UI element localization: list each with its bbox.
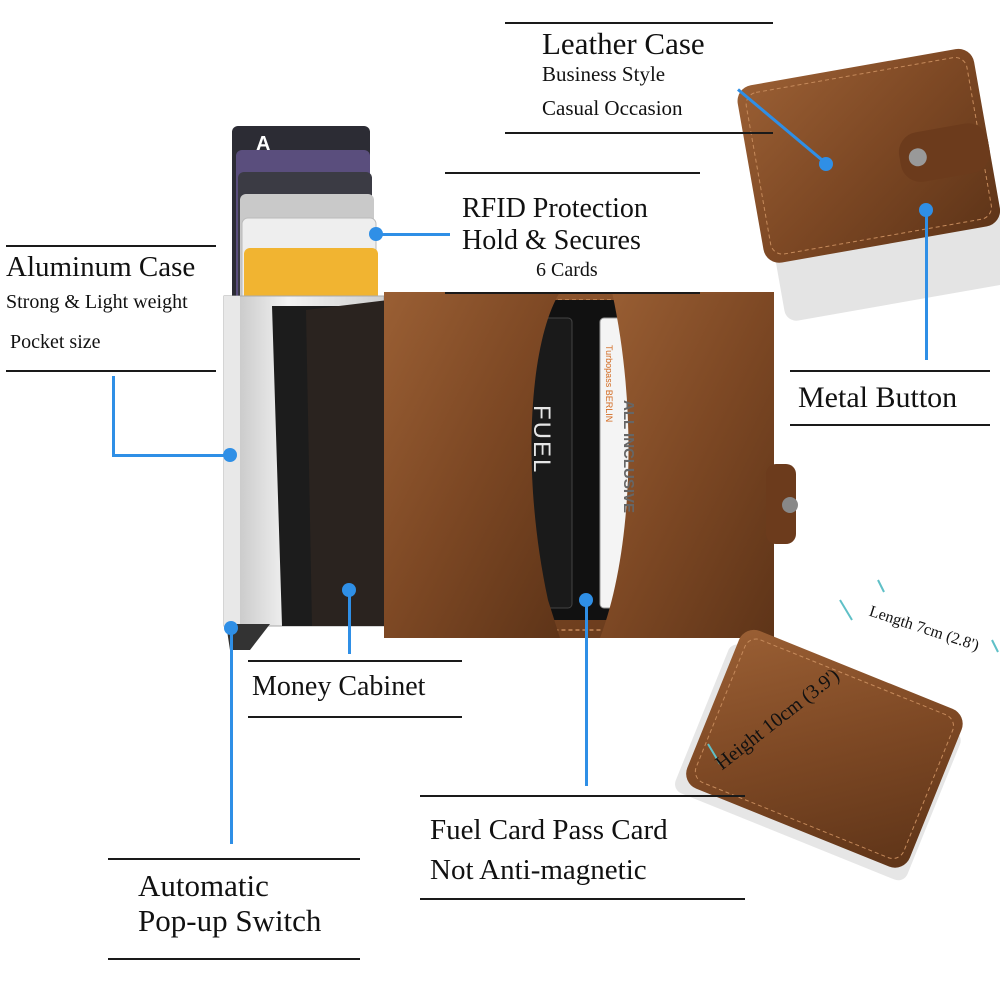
rfid-line3: 6 Cards <box>536 259 598 281</box>
aluminum-case-line1: Strong & Light weight <box>6 291 188 313</box>
fuel-card-rule-bottom <box>420 898 745 900</box>
money-cabinet-dot <box>342 583 356 597</box>
money-cabinet-shape <box>272 300 390 626</box>
popup-leader <box>230 628 233 844</box>
rfid-rule-bottom <box>445 292 700 294</box>
leather-case-dot <box>819 157 833 171</box>
money-cabinet-rule-bottom <box>248 716 462 718</box>
popup-rule-bottom <box>108 958 360 960</box>
aluminum-rule-top <box>6 245 216 247</box>
metal-button-rule-top <box>790 370 990 372</box>
fuel-card-rule-top <box>420 795 745 797</box>
turbopass-print: Turbopass BERLIN <box>604 345 614 422</box>
metal-button-dot <box>919 203 933 217</box>
rfid-rule-top <box>445 172 700 174</box>
leather-case-rule-bottom <box>505 132 773 134</box>
popup-dot <box>224 621 238 635</box>
leather-case-line1: Business Style <box>542 62 666 86</box>
aluminum-case-line2: Pocket size <box>10 331 101 353</box>
money-cabinet-rule-top <box>248 660 462 662</box>
leather-case-title: Leather Case <box>542 26 705 61</box>
aluminum-case-title: Aluminum Case <box>6 251 196 283</box>
rfid-dot <box>369 227 383 241</box>
fuel-card-line1: Fuel Card Pass Card <box>430 814 668 846</box>
leather-case-closed <box>737 48 1000 321</box>
aluminum-dot <box>223 448 237 462</box>
open-leather-wallet <box>384 292 798 638</box>
fuel-card-leader <box>585 600 588 786</box>
fuel-card-print: FUEL <box>528 405 555 474</box>
aluminum-leader-v <box>112 376 115 456</box>
rfid-leader <box>376 233 450 236</box>
stacked-cards: A <box>232 126 378 319</box>
popup-line1: Automatic <box>138 868 269 903</box>
metal-button-title: Metal Button <box>798 381 958 414</box>
dimension-wallet <box>675 629 963 881</box>
rfid-line2: Hold & Secures <box>462 225 641 256</box>
aluminum-leader-h <box>112 454 230 457</box>
fuel-card-line2: Not Anti-magnetic <box>430 854 647 886</box>
leather-case-line2: Casual Occasion <box>542 96 683 120</box>
money-cabinet-leader <box>348 590 351 654</box>
svg-text:A: A <box>256 133 270 155</box>
aluminum-rule-bottom <box>6 370 216 372</box>
dimension-markers <box>707 579 999 765</box>
popup-line2: Pop-up Switch <box>138 903 322 938</box>
money-cabinet-title: Money Cabinet <box>252 671 426 702</box>
fuel-card-dot <box>579 593 593 607</box>
metal-button-leader <box>925 210 928 360</box>
popup-rule-top <box>108 858 360 860</box>
rfid-line1: RFID Protection <box>462 193 648 224</box>
all-inclusive-print: ALL INCLUSIVE <box>620 400 637 513</box>
leather-case-rule-top <box>505 22 773 24</box>
metal-button-rule-bottom <box>790 424 990 426</box>
